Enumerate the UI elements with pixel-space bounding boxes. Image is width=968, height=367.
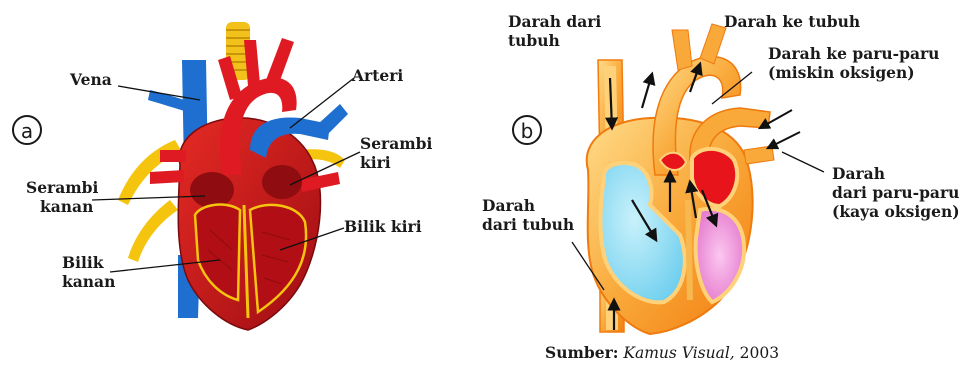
bilik-kiri-chamber [250,205,306,312]
panel-tag-b: b [512,115,542,145]
label-darah-dari-tubuh-bottom: Darah dari tubuh [482,196,574,234]
source-prefix: Sumber: [545,343,618,362]
label-darah-dari-paru: Darah dari paru-paru (kaya oksigen) [832,164,960,221]
source-title: Kamus Visual, [623,344,734,362]
label-bilik-kanan: Bilik kanan [62,253,115,291]
heart-a [92,22,360,330]
label-darah-dari-tubuh-top: Darah dari tubuh [508,12,601,50]
label-darah-ke-paru: Darah ke paru-paru (miskin oksigen) [768,44,939,82]
source-caption: Sumber: Kamus Visual, 2003 [545,343,779,362]
label-vena: Vena [70,70,112,89]
source-year: 2003 [740,344,779,362]
fat-strand-left-2 [128,200,178,262]
serambi-kanan-chamber [190,172,234,208]
label-bilik-kiri: Bilik kiri [344,217,422,236]
label-arteri: Arteri [352,66,403,85]
label-serambi-kanan: Serambi kanan [26,178,98,216]
left-ventricle-b [696,209,745,302]
label-serambi-kiri: Serambi kiri [360,134,432,172]
panel-tag-a: a [12,115,42,145]
label-darah-ke-tubuh: Darah ke tubuh [724,12,860,31]
